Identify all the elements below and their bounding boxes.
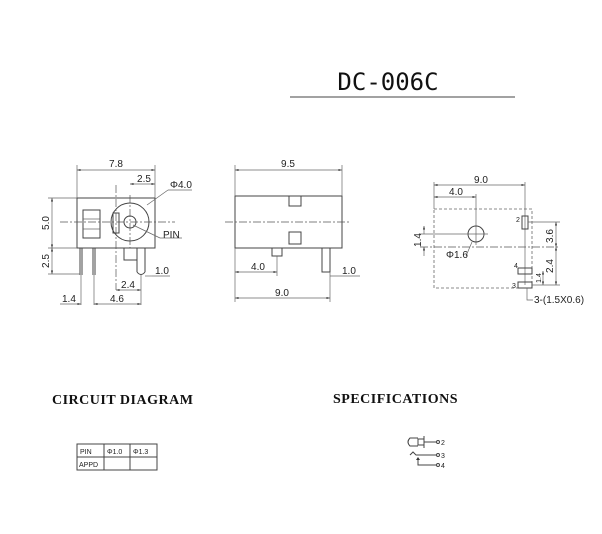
dim-hole-offset: 4.0 (449, 187, 463, 198)
dim-4-0: 4.0 (251, 262, 265, 273)
dim-width: 9.0 (474, 175, 488, 186)
front-view: 7.8 2.5 Φ4.0 PIN 5.0 2.5 1.0 2.4 1.4 4.6 (41, 159, 192, 306)
jack-schematic: 2 3 4 (407, 436, 445, 470)
schematic-pin-2: 2 (441, 440, 445, 447)
dim-width: 7.8 (109, 159, 123, 170)
dim-1-4: 1.4 (62, 294, 76, 305)
dim-pin-height: 2.5 (41, 254, 52, 268)
pin-4-label: 4 (514, 263, 518, 270)
dim-2-4: 2.4 (121, 280, 135, 291)
dim-hole-v: 1.4 (413, 233, 424, 247)
dim-3-6: 3.6 (545, 229, 556, 243)
pin-3-label: 3 (512, 283, 516, 290)
dim-length: 9.5 (281, 159, 295, 170)
specifications-heading: SPECIFICATIONS (333, 392, 458, 407)
dim-2-4: 2.4 (545, 259, 556, 273)
dim-height: 5.0 (41, 216, 52, 230)
pin-table: PIN Φ1.0 Φ1.3 APPD (76, 443, 158, 471)
pin-2-label: 2 (516, 217, 520, 224)
dim-diameter: Φ4.0 (170, 180, 192, 191)
table-header-1-0: Φ1.0 (107, 449, 122, 456)
dim-hole-dia: Φ1.6 (446, 250, 468, 261)
pin-label: PIN (163, 230, 180, 241)
schematic-pin-3: 3 (441, 453, 445, 460)
part-title: DC-006C (337, 68, 438, 96)
dim-1-0: 1.0 (155, 266, 169, 277)
dim-1-4: 1.4 (536, 273, 543, 283)
pcb-layout: 9.0 4.0 1.4 Φ1.6 2 4 3 3.6 2.4 1.4 3-(1.… (413, 175, 584, 306)
pad-spec: 3-(1.5X0.6) (534, 295, 584, 306)
side-view: 9.5 4.0 1.0 9.0 (225, 159, 360, 302)
table-row-label: APPD (79, 462, 98, 469)
dim-1-0: 1.0 (342, 266, 356, 277)
table-header-1-3: Φ1.3 (133, 449, 148, 456)
circuit-diagram-heading: CIRCUIT DIAGRAM (52, 393, 193, 408)
table-header-pin: PIN (80, 449, 92, 456)
schematic-pin-4: 4 (441, 463, 445, 470)
dim-4-6: 4.6 (110, 294, 124, 305)
dim-9-0: 9.0 (275, 288, 289, 299)
dim-pin-offset: 2.5 (137, 174, 151, 185)
